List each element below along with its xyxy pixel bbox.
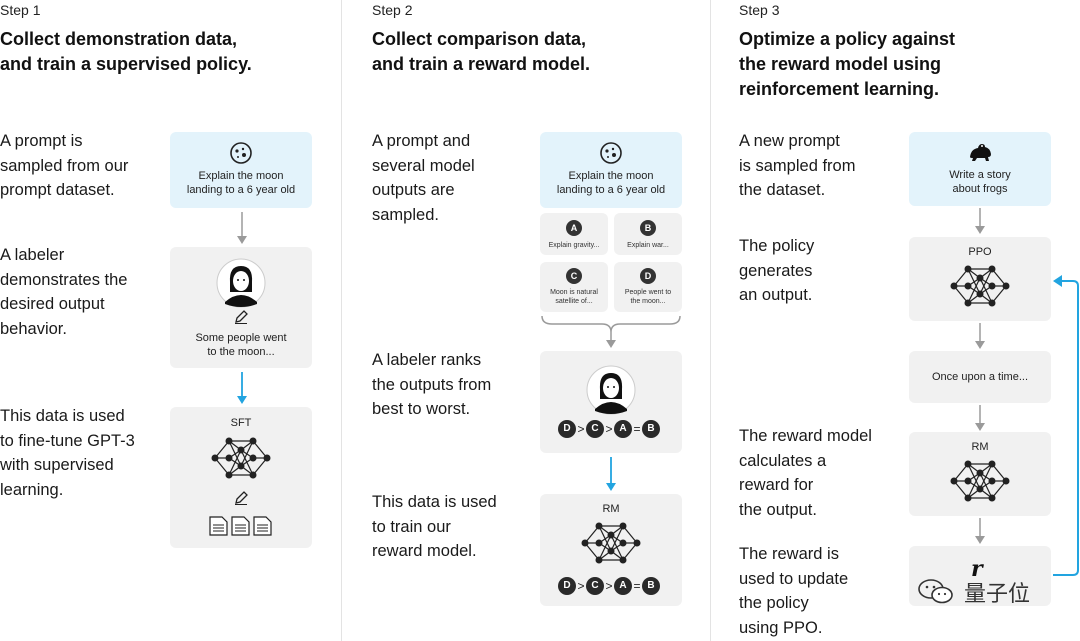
badge-d: D [640,268,656,284]
labeler-avatar-icon [586,365,636,415]
step2-column: Step 2 Collect comparison data, and trai… [342,0,710,641]
step3-rm-box: RM [909,432,1051,516]
step3-prompt-box: Write a story about frogs [909,132,1051,206]
watermark-text: 量子位 [964,581,1031,606]
pencil-icon [235,310,248,324]
step3-heading: Optimize a policy against the reward mod… [739,29,956,99]
step3-column: Step 3 Optimize a policy against the rew… [711,0,1080,641]
step2-rm-box: RM D > C > A = B [540,494,682,606]
neural-network-icon [581,522,641,564]
step3-label: Step 3 [739,2,780,18]
documents-icon [209,516,272,536]
step2-heading: Collect comparison data, and train a rew… [372,29,591,74]
output-c: C Moon is natural satellite of... [540,262,608,312]
pencil-icon [235,491,248,505]
step1-output-text: Some people went [195,332,287,344]
divider [710,0,711,641]
brace-icon [541,315,681,348]
divider [341,0,342,641]
arrow-down-blue-icon [606,457,616,491]
sft-label: SFT [230,417,252,429]
arrow-down-icon [975,208,985,234]
step2-prompt-text: Explain the moon [568,170,654,182]
ppo-label: PPO [968,246,992,258]
badge-a: A [566,220,582,236]
labeler-avatar-icon [216,258,266,308]
arrow-down-blue-icon [237,372,247,404]
step2-prompt-box: Explain the moon landing to a 6 year old [540,132,682,208]
moon-icon [230,142,252,164]
neural-network-icon [950,265,1010,307]
step1-sft-box: SFT [170,407,312,548]
reward-symbol: r [971,556,983,582]
step3-output-text: Once upon a time... [932,371,1028,383]
step3-prompt-text: Write a story [949,169,1011,181]
step2-rank-box: D > C > A = B [540,351,682,453]
step1-column: Step 1 Collect demonstration data, and t… [0,0,341,641]
step1-labeler-box: Some people went to the moon... [170,247,312,368]
step3-ppo-box: PPO [909,237,1051,321]
arrow-down-icon [237,212,247,244]
arrow-down-icon [975,323,985,349]
ranking-row: D > C > A = B [558,420,666,440]
rm-label: RM [602,503,620,515]
output-b: B Explain war... [614,213,682,255]
neural-network-icon [211,437,271,479]
moon-icon [600,142,622,164]
step3-output-box: Once upon a time... [909,351,1051,403]
feedback-arrow-icon [1053,275,1079,576]
wechat-icon [918,579,953,604]
step1-heading: Collect demonstration data, and train a … [0,29,252,74]
rm-label: RM [971,441,989,453]
step1-label: Step 1 [0,2,41,18]
badge-b: B [640,220,656,236]
frog-icon [970,144,991,161]
step2-label: Step 2 [372,2,413,18]
output-d: D People went to the moon... [614,262,682,312]
output-a: A Explain gravity... [540,213,608,255]
step1-prompt-text: Explain the moon [198,170,284,182]
arrow-down-icon [975,405,985,431]
neural-network-icon [950,460,1010,502]
step1-prompt-box: Explain the moon landing to a 6 year old [170,132,312,208]
badge-c: C [566,268,582,284]
ranking-row: D > C > A = B [558,577,666,597]
arrow-down-icon [975,518,985,544]
